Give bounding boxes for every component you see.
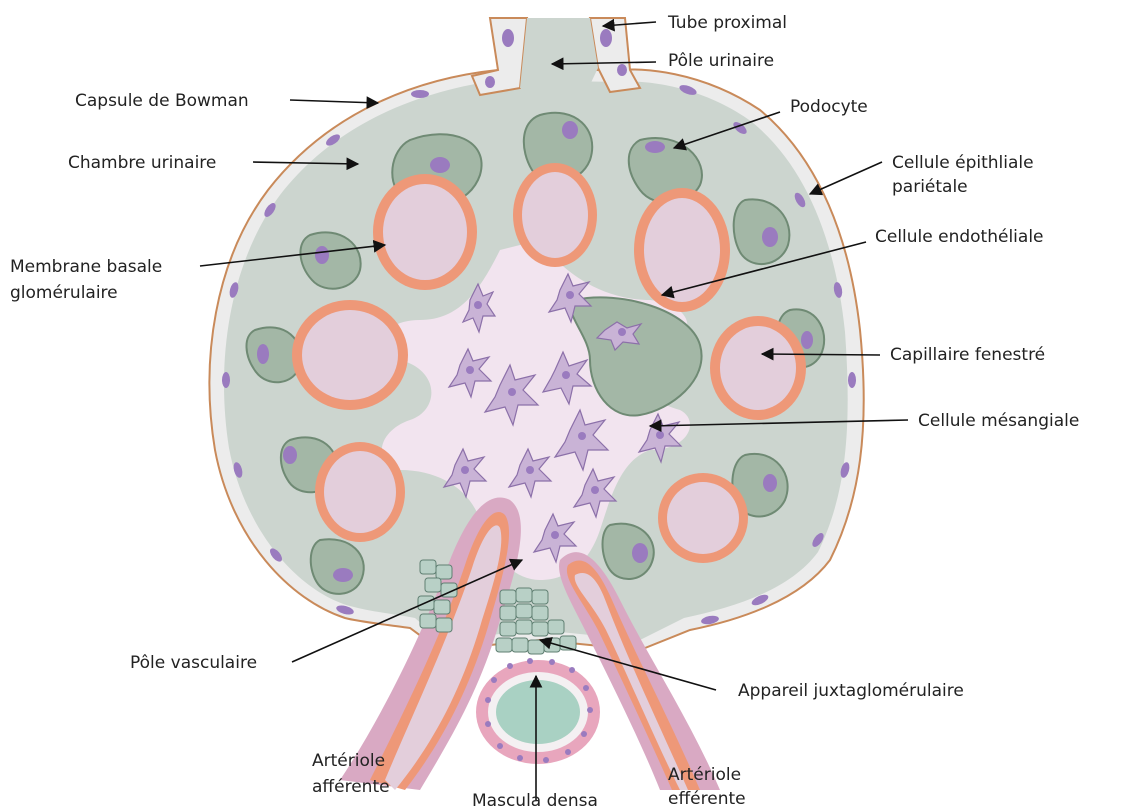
label-membrane-basale-line2: glomérulaire bbox=[10, 283, 118, 303]
label-capillaire-fenestre: Capillaire fenestré bbox=[890, 345, 1045, 365]
label-cellule-epithliale-line1: Cellule épithliale bbox=[892, 153, 1034, 173]
label-appareil-juxta: Appareil juxtaglomérulaire bbox=[738, 681, 964, 701]
label-podocyte: Podocyte bbox=[790, 97, 868, 117]
label-tube-proximal: Tube proximal bbox=[667, 13, 787, 33]
label-capsule-bowman: Capsule de Bowman bbox=[75, 91, 249, 111]
tube-nucleus bbox=[502, 29, 514, 47]
label-pole-urinaire: Pôle urinaire bbox=[668, 51, 774, 71]
label-arteriole-afferente-line1: Artériole bbox=[312, 751, 385, 771]
tube-nucleus bbox=[600, 29, 612, 47]
proximal-tube-wall-left bbox=[472, 18, 527, 95]
label-cellule-mesangiale: Cellule mésangiale bbox=[918, 411, 1079, 431]
proximal-tube-lumen bbox=[520, 18, 598, 95]
label-cellule-endotheliale: Cellule endothéliale bbox=[875, 227, 1044, 247]
label-arteriole-afferente-line2: afférente bbox=[312, 777, 390, 797]
label-membrane-basale-line1: Membrane basale bbox=[10, 257, 162, 277]
label-cellule-epithliale-line2: pariétale bbox=[892, 177, 968, 197]
macula-densa bbox=[476, 658, 600, 764]
label-chambre-urinaire: Chambre urinaire bbox=[68, 153, 216, 173]
arrow-cellule-epithliale bbox=[810, 162, 882, 194]
arrow-capillaire-fenestre bbox=[762, 354, 880, 355]
label-mascula-densa: Mascula densa bbox=[472, 791, 598, 809]
label-arteriole-efferente-line1: Artériole bbox=[668, 765, 741, 785]
arrow-capsule-bowman bbox=[290, 100, 378, 103]
tube-nucleus bbox=[617, 64, 627, 76]
label-pole-vasculaire: Pôle vasculaire bbox=[130, 653, 257, 673]
label-arteriole-efferente-line2: efférente bbox=[668, 789, 746, 809]
tube-nucleus bbox=[485, 76, 495, 88]
